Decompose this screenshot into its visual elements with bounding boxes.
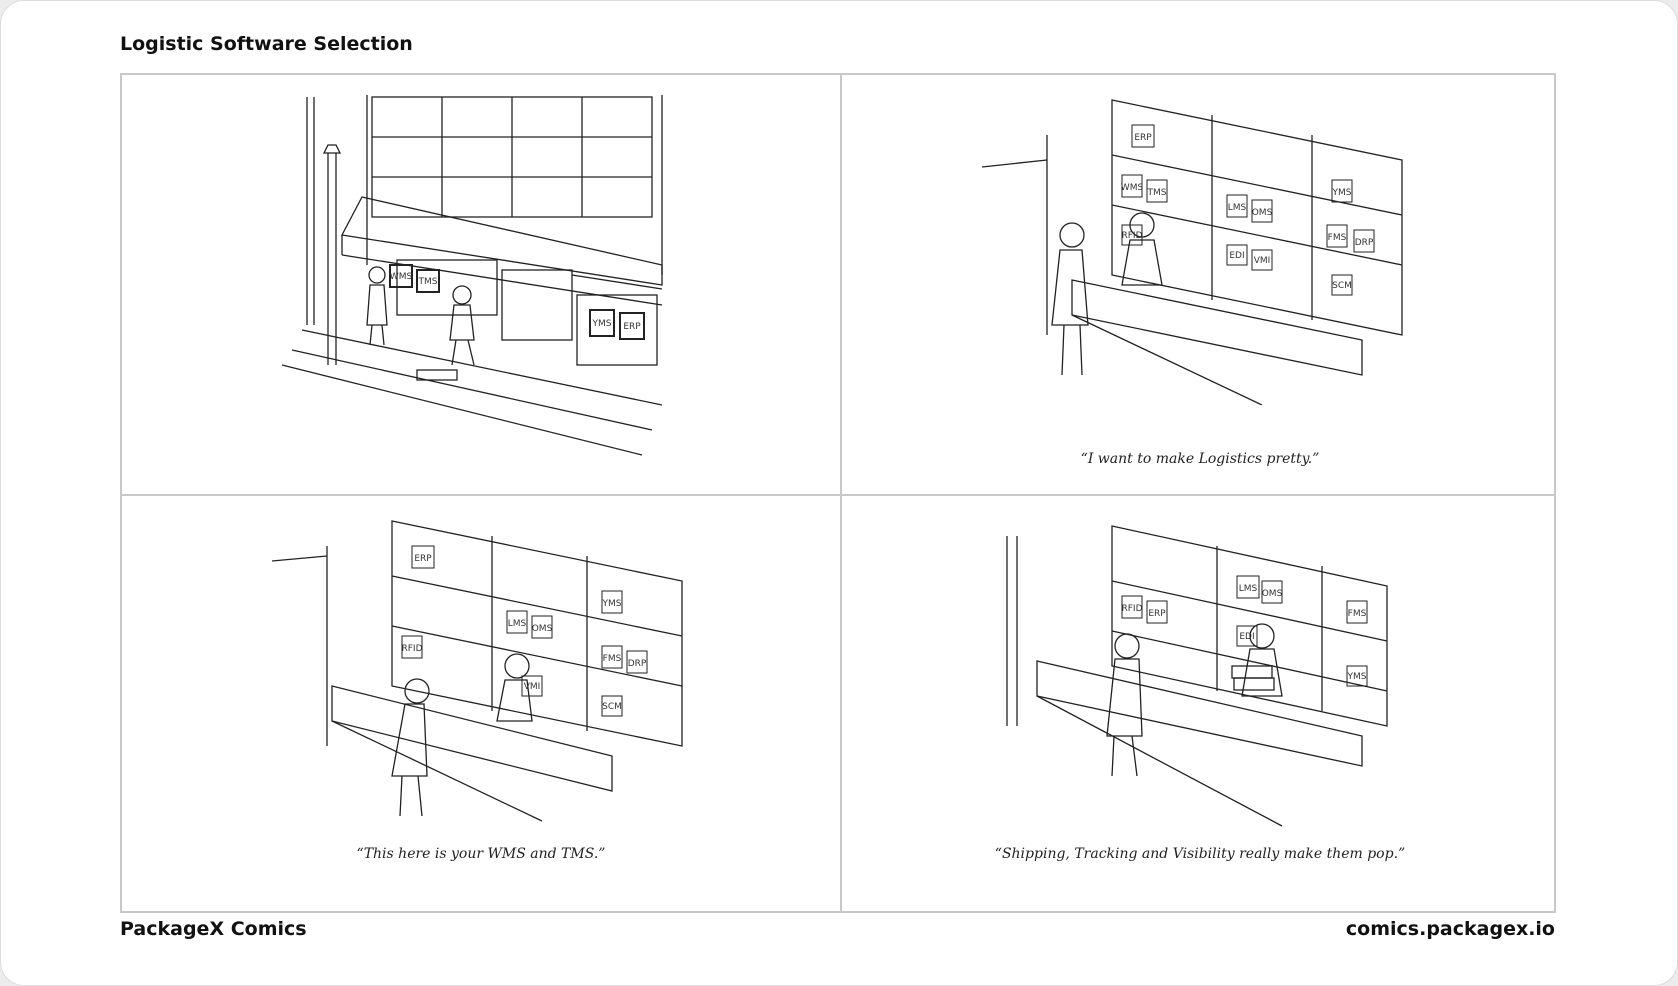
comic-grid: WMS TMS YMS ERP — [120, 73, 1556, 913]
footer-brand: PackageX Comics — [120, 918, 307, 940]
shelf-label: ERP — [414, 554, 432, 564]
shelf-label: SCM — [602, 702, 622, 712]
panel-3-shopkeeper: ERP LMS OMS YMS FMS DRP RFID VMI SCM “Th… — [122, 496, 840, 913]
sign-erp: ERP — [623, 322, 641, 332]
storefront-illustration: WMS TMS YMS ERP — [281, 95, 663, 456]
shelf-label: FMS — [603, 654, 622, 664]
shelf-label: LMS — [1228, 203, 1247, 213]
panel-4-caption: “Shipping, Tracking and Visibility reall… — [994, 846, 1406, 862]
panel-1-storefront: WMS TMS YMS ERP — [122, 75, 840, 494]
shelf-label: LMS — [1239, 584, 1258, 594]
shelf-label: DRP — [628, 659, 647, 669]
shelf-label: WMS — [1121, 183, 1144, 193]
shelf-label: EDI — [1229, 251, 1244, 261]
shelf-label: VMI — [1254, 256, 1271, 266]
shopkeeper-illustration: ERP LMS OMS YMS FMS DRP RFID VMI SCM — [271, 520, 683, 822]
shelf-label: YMS — [1332, 188, 1352, 198]
sign-tms: TMS — [418, 277, 438, 287]
sign-wms: WMS — [390, 272, 413, 282]
shelf-label: VMI — [524, 682, 541, 692]
shelf-label: EDI — [1239, 632, 1254, 642]
panel-3-caption: “This here is your WMS and TMS.” — [356, 846, 606, 862]
shelf-label: SCM — [1332, 281, 1352, 291]
shelf-label: OMS — [1252, 208, 1273, 218]
panel-4-visibility: LMS OMS FMS RFID ERP EDI YMS “Shipping, … — [842, 496, 1558, 913]
shelf-label: YMS — [602, 599, 622, 609]
shelf-label: OMS — [1262, 589, 1283, 599]
shelf-label: FMS — [1348, 609, 1367, 619]
panel-divider-vertical — [840, 75, 842, 911]
panel-2-caption: “I want to make Logistics pretty.” — [1080, 451, 1320, 467]
shelf-label: ERP — [1148, 609, 1166, 619]
shelf-label: TMS — [1147, 188, 1167, 198]
shelf-label: RFID — [1121, 231, 1142, 241]
panel-2-store-counter: ERP WMS TMS LMS OMS YMS FMS DRP RFID EDI… — [842, 75, 1558, 494]
comic-title: Logistic Software Selection — [120, 33, 413, 55]
store-counter-illustration: ERP WMS TMS LMS OMS YMS FMS DRP RFID EDI… — [981, 99, 1403, 405]
shelf-label: RFID — [1121, 604, 1142, 614]
footer-url[interactable]: comics.packagex.io — [1345, 918, 1555, 940]
shelf-label: YMS — [1347, 672, 1367, 682]
sign-yms: YMS — [592, 319, 612, 329]
shelf-label: LMS — [508, 619, 527, 629]
shelf-label: ERP — [1134, 133, 1152, 143]
shelf-label: OMS — [532, 624, 553, 634]
shelf-label: DRP — [1355, 238, 1374, 248]
panel-divider-horizontal — [122, 494, 1554, 496]
shelf-label: FMS — [1328, 233, 1347, 243]
visibility-illustration: LMS OMS FMS RFID ERP EDI YMS — [1006, 525, 1388, 827]
shelf-label: RFID — [401, 644, 422, 654]
